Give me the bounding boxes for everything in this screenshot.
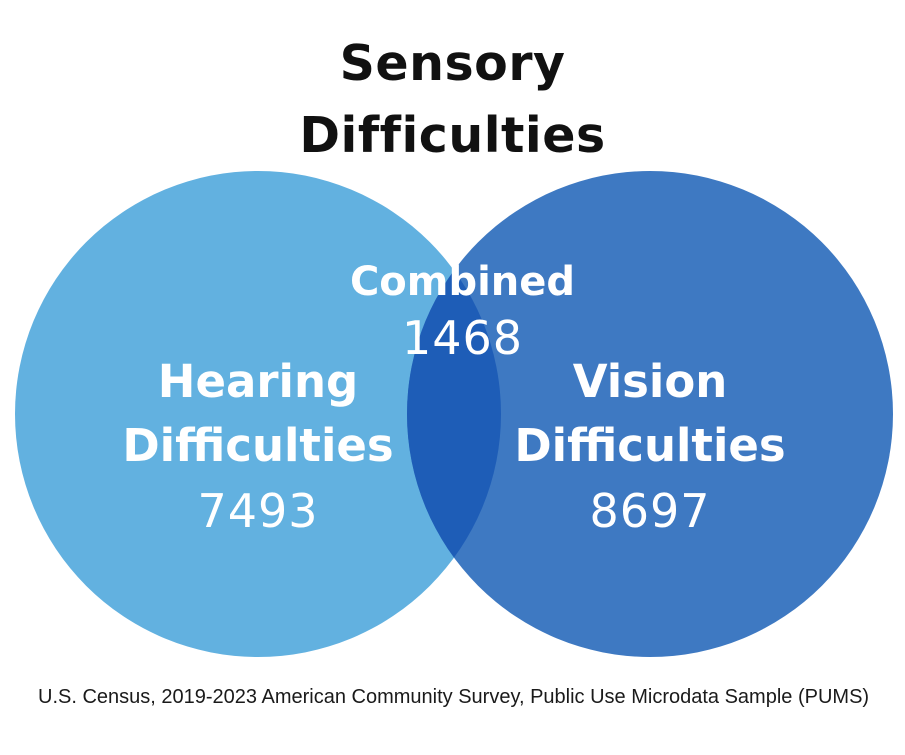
hearing-value: 7493: [197, 484, 319, 538]
vision-circle: [407, 171, 893, 657]
hearing-label-line2: Difficulties: [122, 419, 394, 472]
hearing-label-group: Hearing Difficulties 7493: [108, 350, 408, 544]
hearing-label-line1: Hearing: [157, 355, 359, 408]
hearing-circle: [15, 171, 501, 657]
vision-label-line1: Vision: [572, 355, 728, 408]
vision-label-line2: Difficulties: [514, 419, 786, 472]
title-line-1: Sensory: [339, 35, 566, 92]
source-note: U.S. Census, 2019-2023 American Communit…: [38, 686, 870, 708]
title-line-2: Difficulties: [299, 107, 606, 164]
vision-label-group: Vision Difficulties 8697: [500, 350, 800, 544]
combined-label-group: Combined 1468: [345, 256, 580, 368]
combined-label: Combined: [349, 259, 576, 305]
combined-value: 1468: [401, 311, 524, 365]
vision-value: 8697: [589, 484, 711, 538]
